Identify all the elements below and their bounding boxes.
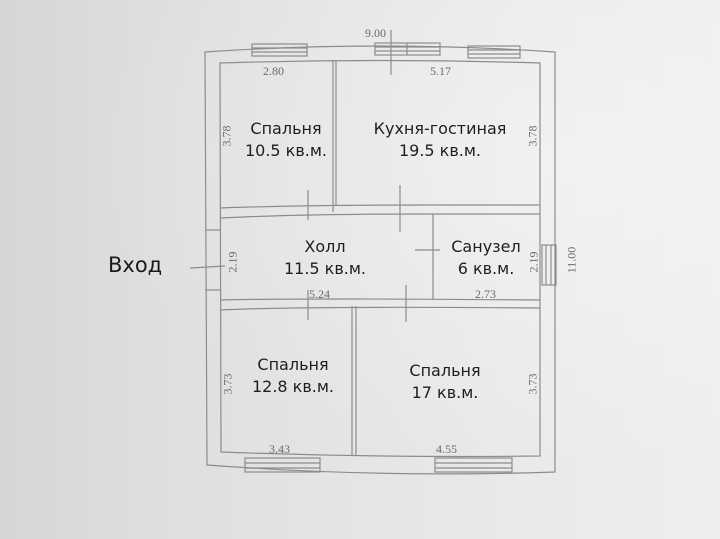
dim-top-right-width: 5.17 (430, 64, 451, 78)
dim-hall-left-height: 2.19 (225, 251, 240, 273)
room-hall: Холл 11.5 кв.м. (270, 236, 380, 280)
room-area: 11.5 кв.м. (283, 259, 367, 278)
dim-bath-height: 2.19 (526, 251, 541, 273)
room-area: 10.5 кв.м. (244, 141, 328, 160)
dim-top-right-height: 3.78 (525, 125, 540, 147)
dim-bottom-left-height: 3.73 (220, 373, 235, 395)
dim-hall-width: 5.24 (309, 287, 330, 301)
room-name: Санузел (451, 237, 521, 256)
room-bedroom-1: Спальня 10.5 кв.м. (236, 118, 336, 162)
room-area: 19.5 кв.м. (398, 141, 482, 160)
room-bedroom-3: Спальня 17 кв.м. (385, 360, 505, 404)
room-name: Спальня (257, 355, 329, 374)
dim-top-left-height: 3.78 (219, 125, 234, 147)
room-bathroom: Санузел 6 кв.м. (438, 236, 534, 280)
room-area: 6 кв.м. (457, 259, 515, 278)
room-name: Спальня (409, 361, 481, 380)
dim-bottom-right-height: 3.73 (525, 373, 540, 395)
room-area: 17 кв.м. (411, 383, 479, 402)
dim-bottom-right-width: 4.55 (436, 442, 457, 456)
room-name: Кухня-гостиная (373, 119, 507, 138)
dim-overall-depth: 11.00 (564, 246, 579, 274)
dim-top-left-width: 2.80 (263, 64, 284, 78)
room-bedroom-2: Спальня 12.8 кв.м. (238, 354, 348, 398)
room-area: 12.8 кв.м. (251, 377, 335, 396)
room-kitchen-living: Кухня-гостиная 19.5 кв.м. (355, 118, 525, 162)
entrance-label: Вход (108, 253, 163, 277)
dim-bottom-left-width: 3.43 (269, 442, 290, 456)
room-name: Спальня (250, 119, 322, 138)
room-name: Холл (304, 237, 346, 256)
dim-overall-width: 9.00 (365, 26, 386, 40)
dim-bath-width: 2.73 (475, 287, 496, 301)
